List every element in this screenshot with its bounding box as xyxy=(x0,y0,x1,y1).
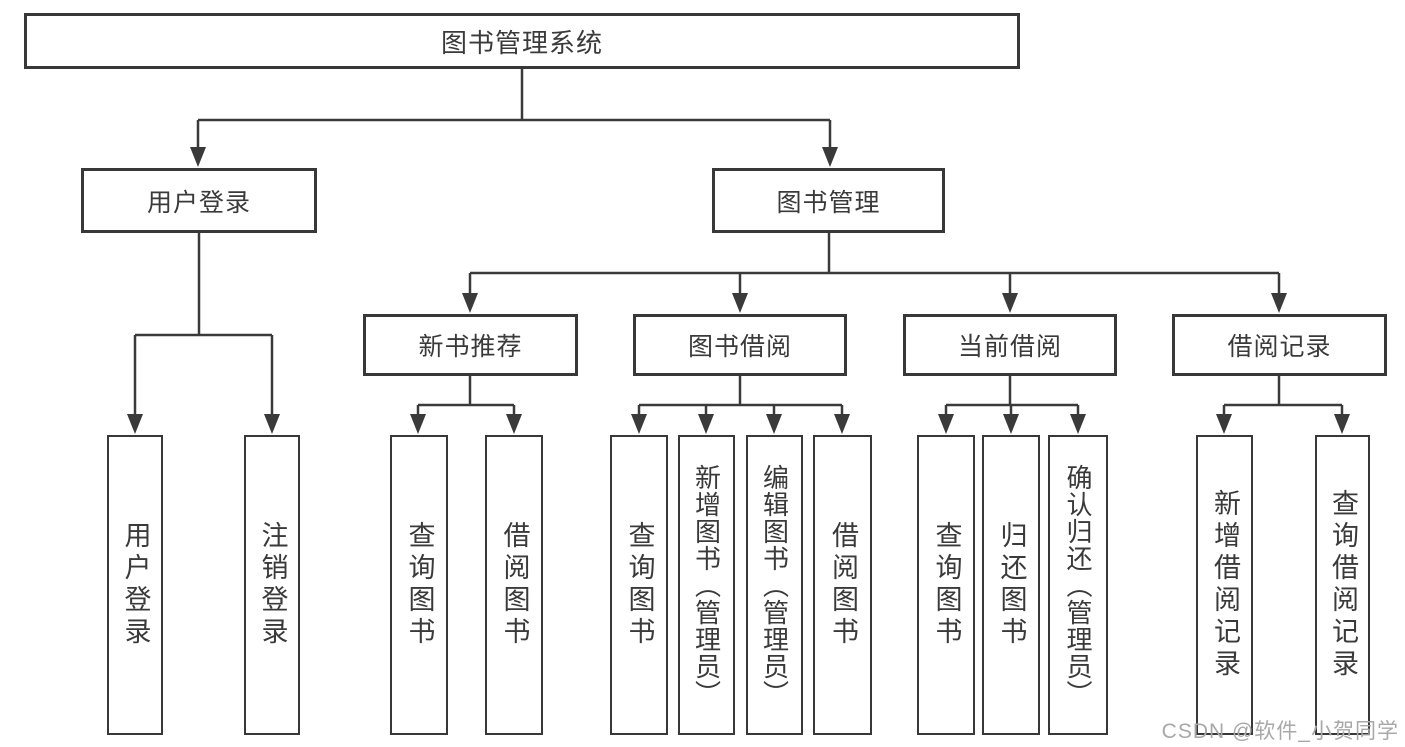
node-book-management: 图书管理 xyxy=(712,168,945,233)
node-label: 新书推荐 xyxy=(418,333,523,361)
node-label: 编辑图书（管理员） xyxy=(759,463,790,707)
csdn-watermark: CSDN @软件_小贺同学 xyxy=(1161,720,1399,743)
leaf-return-books: 归还图书 xyxy=(982,435,1040,735)
leaf-query-books-borrow: 查询图书 xyxy=(610,435,668,735)
leaf-borrow-books-recommend: 借阅图书 xyxy=(485,435,543,735)
leaf-borrow-books: 借阅图书 xyxy=(813,435,872,735)
leaf-add-books-admin: 新增图书（管理员） xyxy=(678,435,735,735)
node-label: 查询图书 xyxy=(624,521,655,649)
node-label: 图书管理系统 xyxy=(440,27,603,58)
leaf-confirm-return-admin: 确认归还（管理员） xyxy=(1048,435,1108,735)
node-user-login: 用户登录 xyxy=(81,168,317,233)
node-label: 用户登录 xyxy=(120,521,151,649)
node-new-book-recommend: 新书推荐 xyxy=(363,314,578,376)
node-label: 查询图书 xyxy=(931,521,962,649)
leaf-query-borrow-record: 查询借阅记录 xyxy=(1315,435,1370,735)
node-label: 注销登录 xyxy=(257,521,288,649)
node-label: 查询借阅记录 xyxy=(1328,489,1358,681)
node-label: 新增借阅记录 xyxy=(1210,489,1240,681)
leaf-logout: 注销登录 xyxy=(244,435,300,735)
node-label: 确认归还（管理员） xyxy=(1063,463,1093,707)
leaf-user-login: 用户登录 xyxy=(107,435,163,735)
leaf-add-borrow-record: 新增借阅记录 xyxy=(1196,435,1253,735)
node-label: 借阅图书 xyxy=(499,521,530,649)
leaf-query-books-current: 查询图书 xyxy=(917,435,975,735)
node-label: 查询图书 xyxy=(404,521,435,649)
node-label: 图书管理 xyxy=(776,188,881,217)
node-label: 借阅图书 xyxy=(828,521,858,649)
node-current-borrow: 当前借阅 xyxy=(903,314,1117,376)
node-borrow-record: 借阅记录 xyxy=(1172,314,1387,376)
node-label: 借阅记录 xyxy=(1227,333,1332,361)
node-book-borrow: 图书借阅 xyxy=(633,314,847,376)
node-label: 用户登录 xyxy=(146,188,251,217)
node-label: 图书借阅 xyxy=(687,333,792,361)
node-label: 当前借阅 xyxy=(957,333,1062,361)
node-label: 归还图书 xyxy=(996,521,1027,649)
node-label: 新增图书（管理员） xyxy=(691,463,722,707)
leaf-edit-books-admin: 编辑图书（管理员） xyxy=(746,435,803,735)
leaf-query-books-recommend: 查询图书 xyxy=(390,435,448,735)
node-system-root: 图书管理系统 xyxy=(24,13,1020,69)
